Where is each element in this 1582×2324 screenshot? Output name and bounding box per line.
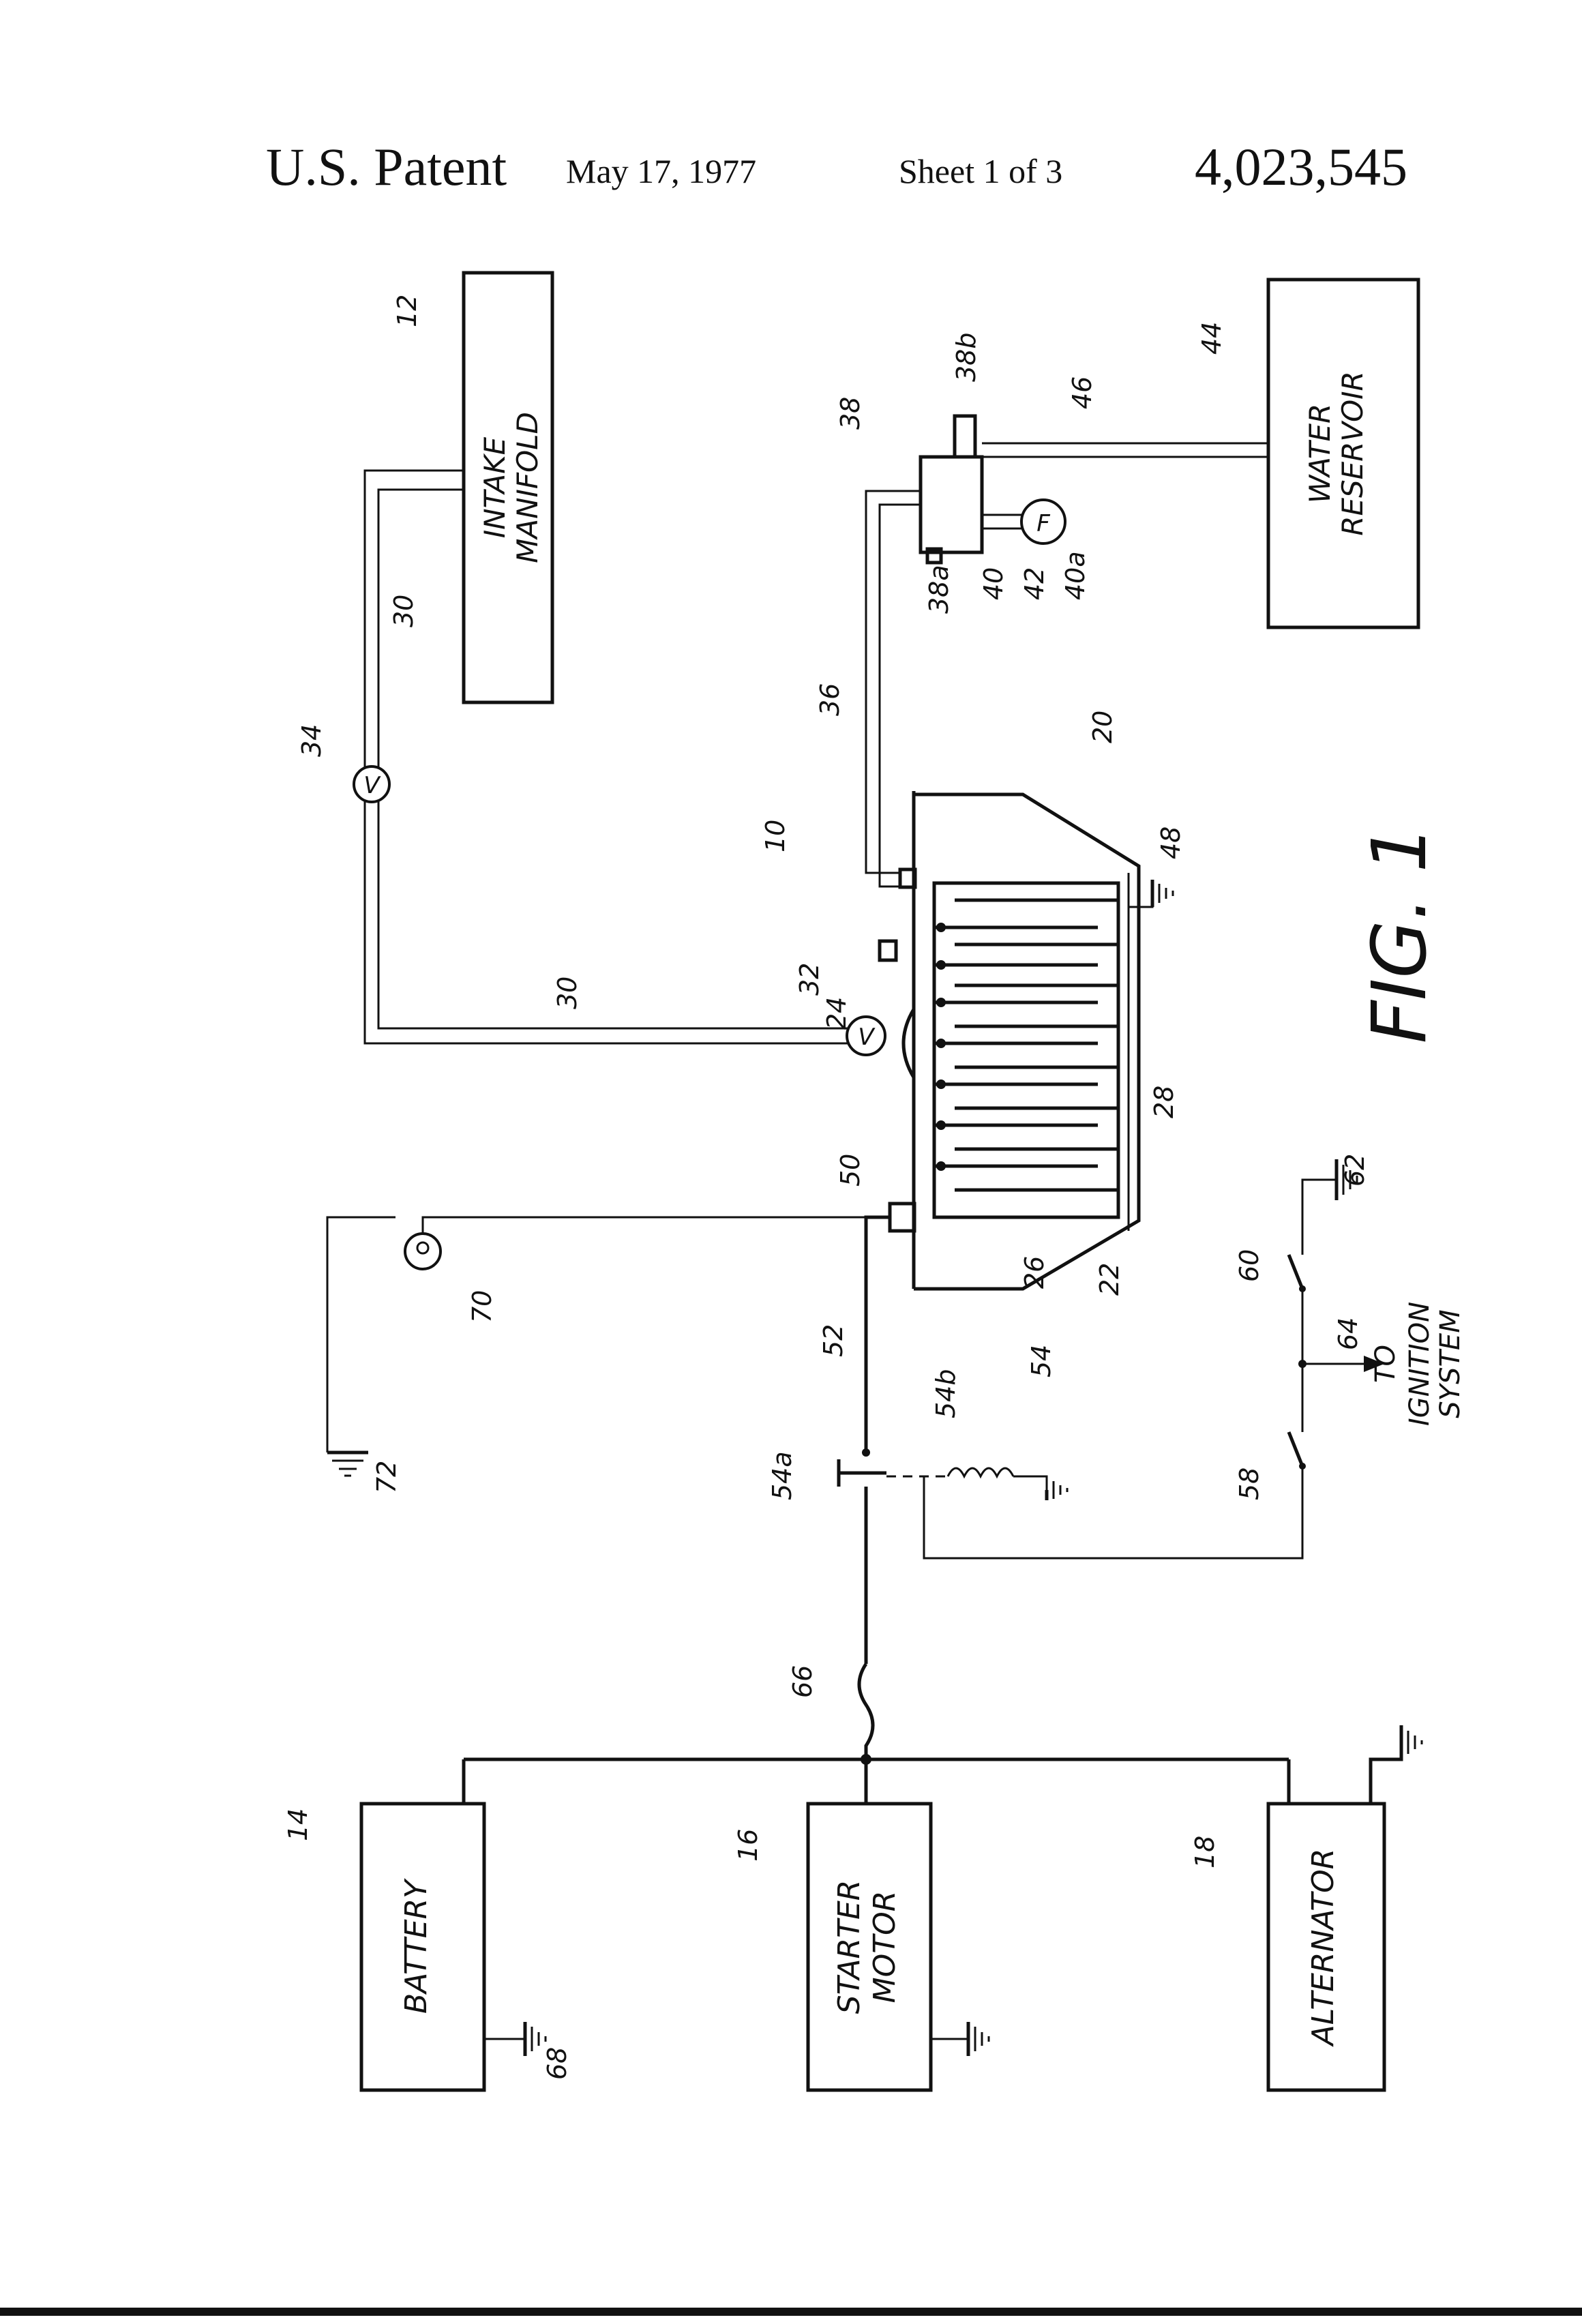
ref-50: 50 (835, 1154, 865, 1187)
valve-34-symbol: V (363, 772, 381, 799)
ref-48: 48 (1156, 826, 1186, 859)
ref-32: 32 (794, 963, 824, 996)
ref-60: 60 (1234, 1249, 1264, 1282)
alternator-label: ALTERNATOR (1306, 1849, 1341, 2048)
ref-54b: 54b (931, 1369, 961, 1418)
ref-12: 12 (392, 295, 422, 327)
ref-26: 26 (1019, 1256, 1049, 1289)
starter-motor-line2: MOTOR (867, 1891, 902, 2003)
ref-64: 64 (1333, 1317, 1363, 1350)
valve-34: V (354, 766, 389, 802)
alternator-box: ALTERNATOR (1268, 1725, 1422, 2090)
figure-title: FIG. 1 (1356, 825, 1443, 1044)
ref-10: 10 (760, 820, 790, 852)
ref-24: 24 (822, 997, 852, 1030)
ref-34: 34 (297, 724, 327, 757)
filter-42: F (1021, 500, 1065, 543)
ref-18: 18 (1190, 1836, 1220, 1868)
ref-62: 62 (1340, 1154, 1370, 1187)
ref-38b: 38b (951, 333, 981, 382)
filter-42-symbol: F (1036, 510, 1050, 537)
ref-70: 70 (467, 1290, 497, 1323)
ref-68: 68 (542, 2047, 572, 2080)
ref-72: 72 (372, 1461, 402, 1493)
ground-48 (1129, 880, 1173, 907)
ref-28: 28 (1149, 1086, 1179, 1118)
valve-32: V (847, 1017, 885, 1055)
intake-manifold-line1: INTAKE (478, 436, 511, 538)
battery-box: BATTERY (361, 1804, 546, 2090)
main-power-line-52 (464, 1217, 1289, 1804)
ref-58: 58 (1234, 1468, 1264, 1500)
lamp-70-circuit (327, 1217, 890, 1476)
reference-numerals: 12 30 34 30 32 24 10 20 36 38 38b 38a 40… (283, 295, 1370, 2080)
ignition-label-line1: TO (1370, 1345, 1401, 1383)
valve-32-symbol: V (858, 1024, 876, 1051)
ref-42: 42 (1019, 567, 1049, 600)
ref-66: 66 (788, 1665, 818, 1698)
ref-54a: 54a (767, 1451, 797, 1500)
water-reservoir-line2: RESERVOIR (1336, 371, 1369, 535)
battery-label: BATTERY (399, 1878, 434, 2014)
ignition-label-line3: SYSTEM (1435, 1309, 1466, 1418)
ignition-label-line2: IGNITION (1404, 1302, 1435, 1426)
ref-22: 22 (1094, 1263, 1124, 1296)
ref-30-upper: 30 (389, 595, 419, 627)
water-reservoir-box: WATER RESERVOIR (1268, 280, 1418, 627)
ref-14: 14 (283, 1808, 313, 1841)
regulator-38 (921, 416, 1268, 563)
starter-motor-line1: STARTER (832, 1880, 867, 2014)
ref-20: 20 (1088, 711, 1118, 743)
ref-36: 36 (815, 683, 845, 716)
ref-16: 16 (733, 1829, 763, 1862)
bottom-rule (0, 2308, 1582, 2316)
water-reservoir-line1: WATER (1303, 404, 1337, 504)
ref-44: 44 (1197, 322, 1227, 355)
ref-54: 54 (1026, 1345, 1056, 1377)
ref-46: 46 (1067, 376, 1097, 409)
intake-manifold-line2: MANIFOLD (511, 412, 544, 563)
intake-manifold-box: INTAKE MANIFOLD (464, 273, 552, 702)
ref-40a: 40a (1060, 551, 1090, 600)
vacuum-tube-30 (365, 471, 856, 1043)
ref-38: 38 (835, 397, 865, 430)
ref-30-lower: 30 (552, 977, 582, 1009)
starter-motor-box: STARTER MOTOR (808, 1804, 989, 2090)
ref-52: 52 (818, 1324, 848, 1357)
electrolytic-cell (880, 791, 1139, 1289)
ref-38a: 38a (924, 565, 954, 614)
ref-40: 40 (979, 567, 1009, 600)
ignition-label: TO IGNITION SYSTEM (1370, 1302, 1466, 1426)
